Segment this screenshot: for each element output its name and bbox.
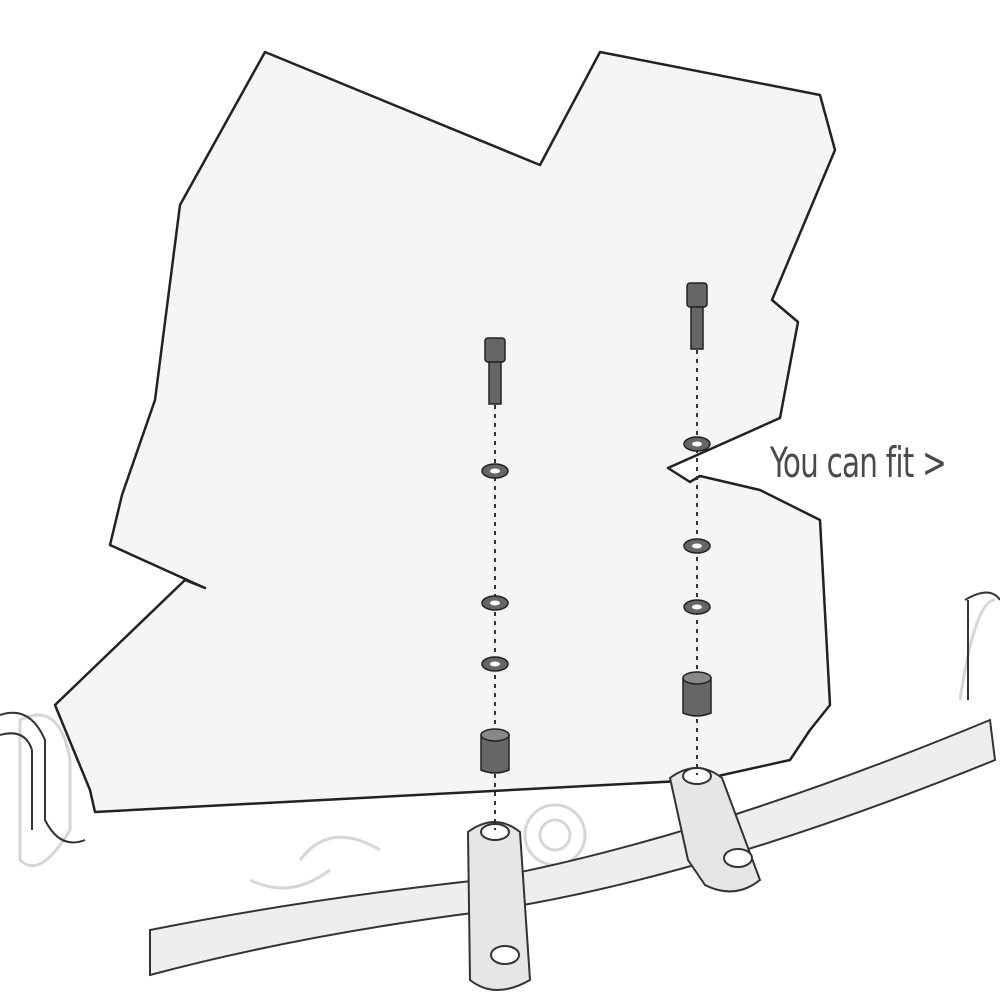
windscreen	[53, 50, 837, 814]
spacer	[682, 677, 712, 717]
handlebar	[149, 718, 997, 977]
bolt-shank	[690, 306, 704, 350]
right-bar-end	[964, 591, 1000, 700]
right-clamp	[668, 767, 762, 893]
bolt-head	[484, 337, 506, 363]
left-clamp	[466, 821, 532, 991]
fit-caption: You can fit >	[770, 438, 947, 487]
spacer	[480, 734, 510, 774]
left-grip	[0, 711, 86, 844]
bolt-head	[686, 282, 708, 308]
left-hardware-stack	[480, 337, 510, 774]
bolt-shank	[488, 361, 502, 405]
